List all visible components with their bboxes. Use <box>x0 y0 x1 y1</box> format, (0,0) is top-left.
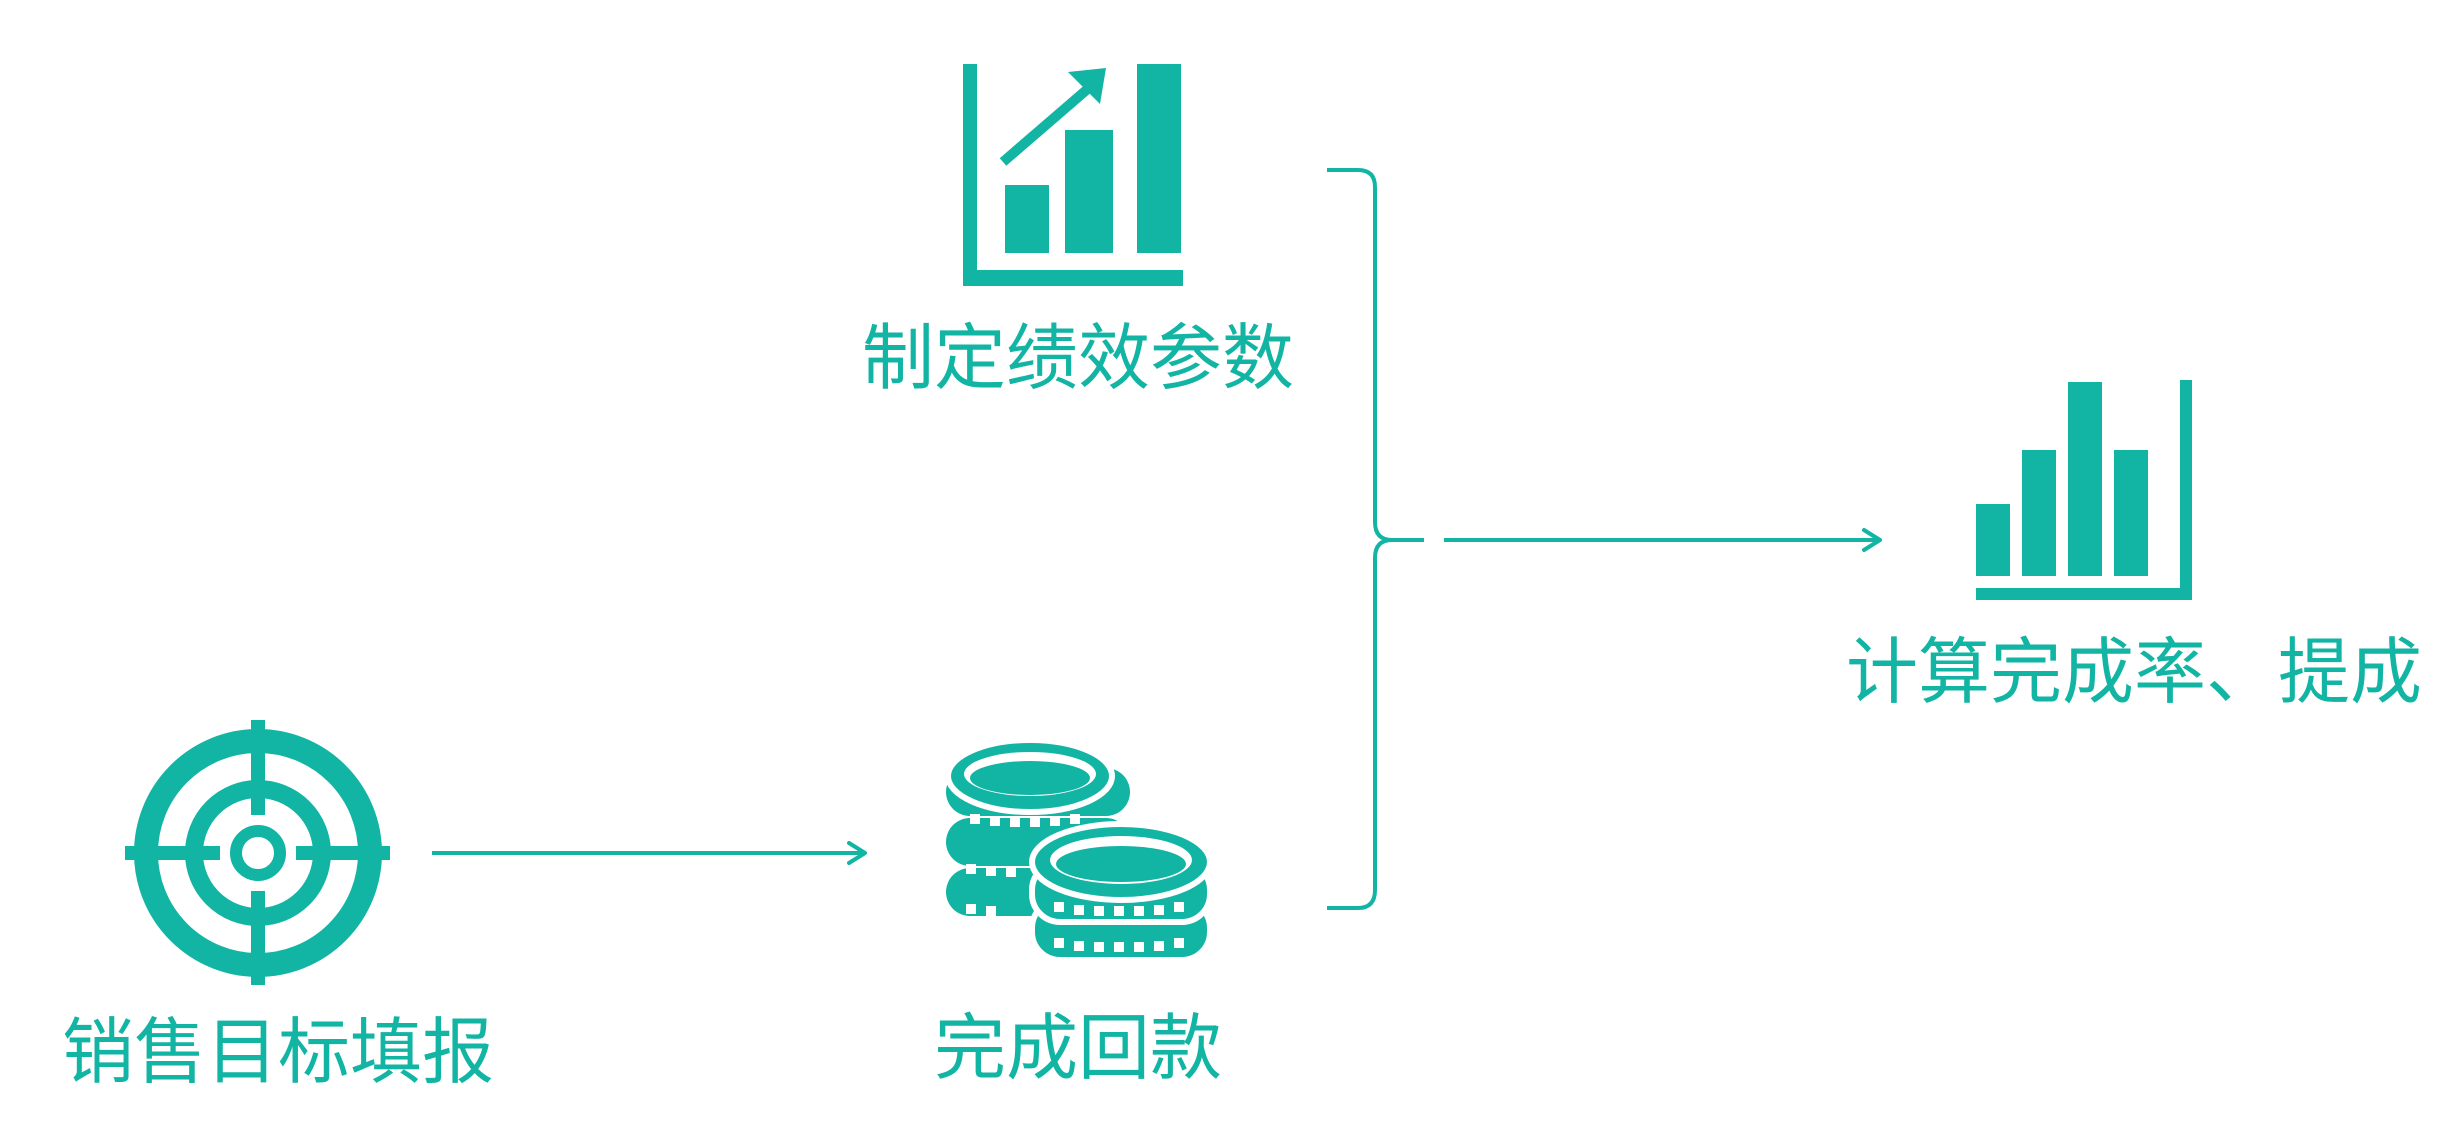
label-payment: 完成回款 <box>933 1006 1222 1090</box>
merge-bracket <box>1327 168 1408 910</box>
coins-icon <box>945 737 1213 963</box>
label-result: 计算完成率、提成 <box>1846 630 2423 714</box>
bar-chart-icon <box>1976 380 2192 600</box>
growth-chart-icon <box>963 64 1183 286</box>
label-sales-target: 销售目标填报 <box>61 1010 494 1094</box>
label-parameters: 制定绩效参数 <box>862 316 1295 400</box>
target-icon <box>125 720 390 985</box>
